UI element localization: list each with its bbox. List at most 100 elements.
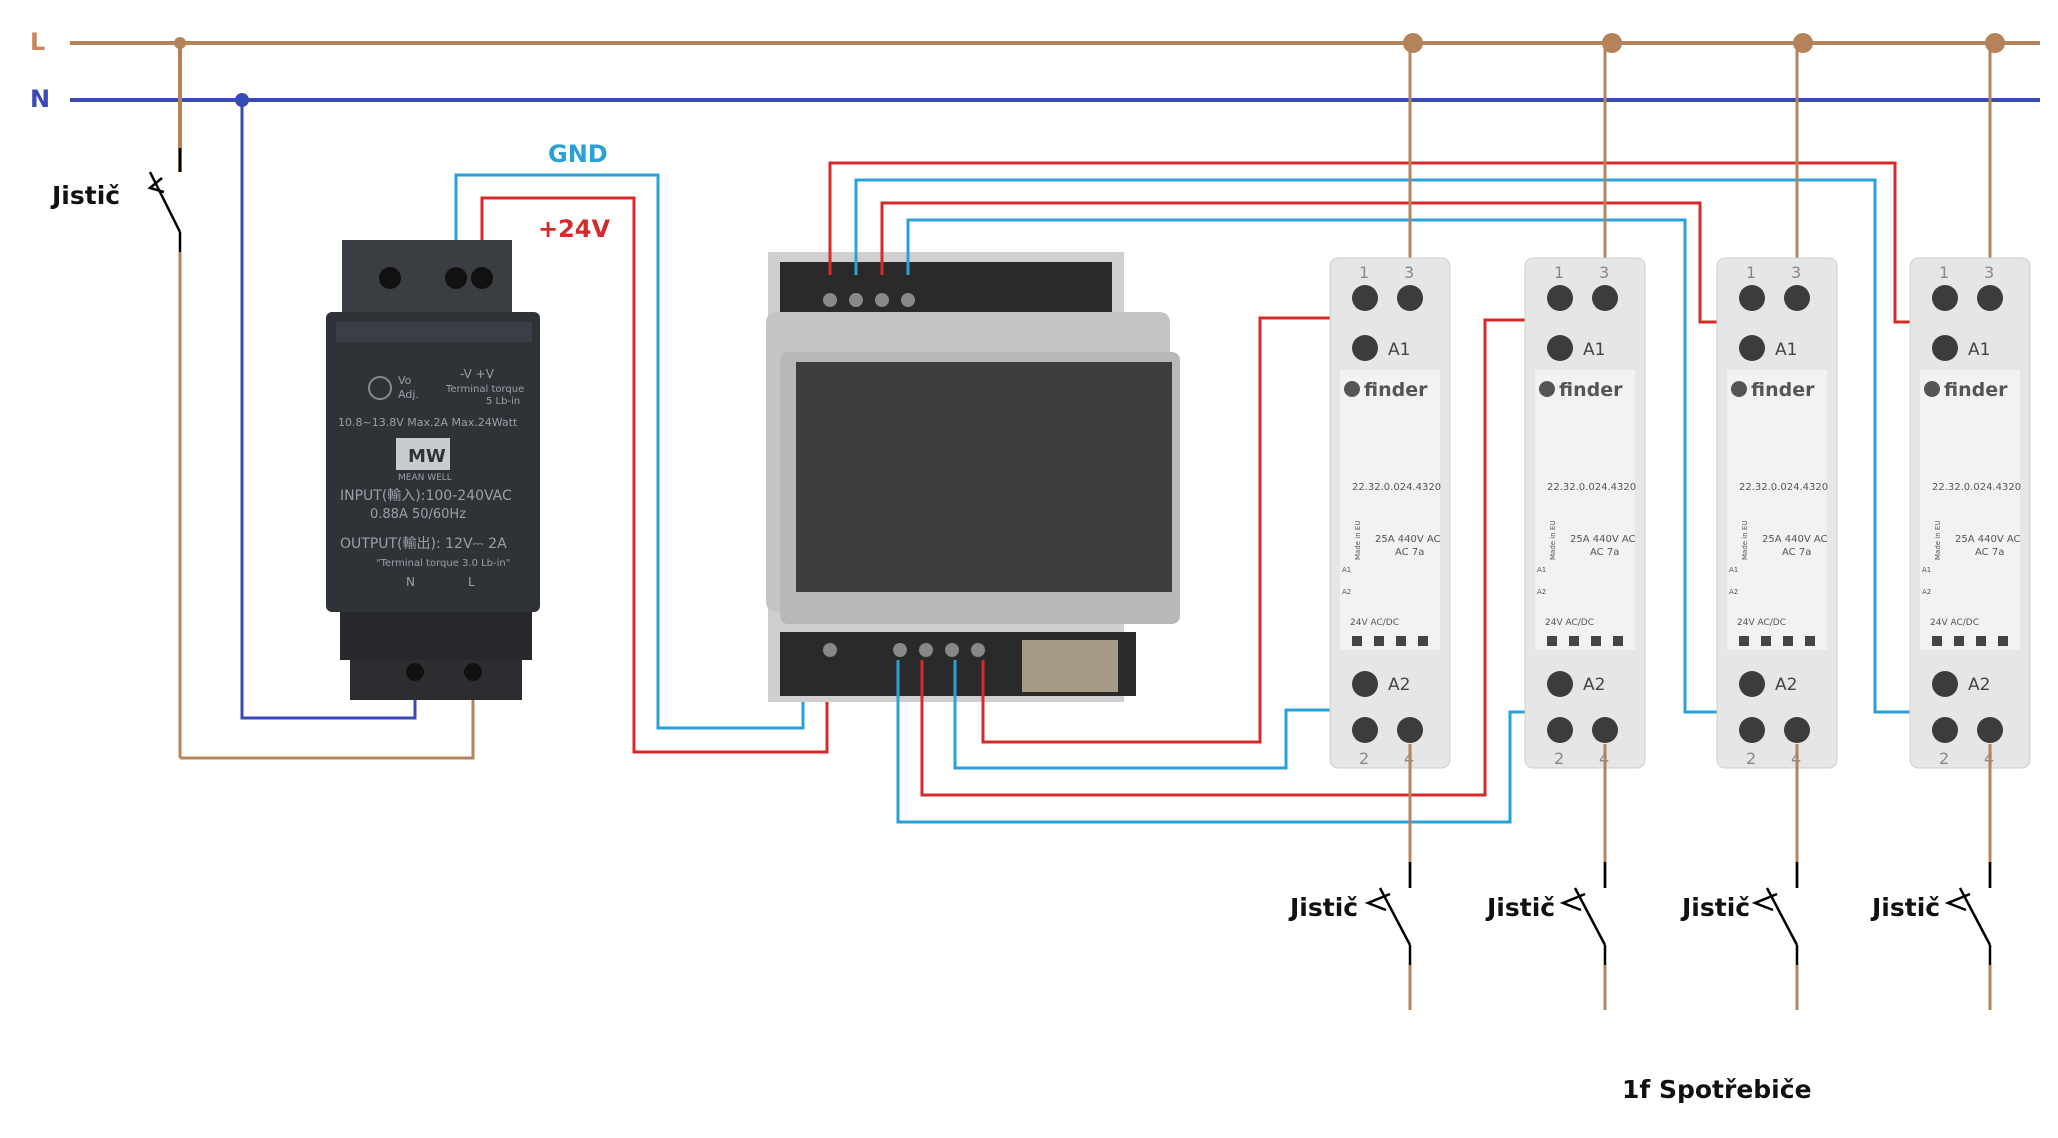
terminal-screw-icon <box>406 663 424 681</box>
terminal-screw-icon <box>1932 285 1958 311</box>
relay-terminal-a2-label: A2 <box>1968 675 1990 695</box>
breaker-blade <box>1765 887 1799 946</box>
terminal-screw-icon <box>919 643 933 657</box>
breaker-arrow-icon <box>1559 892 1586 912</box>
neutral-line-label: N <box>30 85 50 113</box>
terminal-screw-icon <box>875 293 889 307</box>
relay-terminal-a1-label: A1 <box>1583 340 1605 360</box>
relay-panel <box>1920 370 2020 650</box>
relay-rating-label: 25A 440V AC <box>1570 534 1636 545</box>
relay-diagram-a2-label: A2 <box>1729 588 1738 596</box>
gnd-wire <box>454 173 805 730</box>
breaker-arrow-icon <box>1751 892 1778 912</box>
relay-coil-label: 24V AC/DC <box>1545 618 1594 628</box>
terminal-screw-icon <box>901 293 915 307</box>
terminal-screw-icon <box>1397 717 1423 743</box>
finder-logo-icon <box>1731 381 1747 397</box>
finder-logo-icon <box>1539 381 1555 397</box>
plus24-label: +24V <box>538 215 611 243</box>
psu-adj-label: Adj. <box>398 388 419 401</box>
terminal-screw-icon <box>1352 335 1378 361</box>
live-junction-dot <box>1403 33 1423 53</box>
terminal-screw-icon <box>823 293 837 307</box>
terminal-screw-icon <box>945 643 959 657</box>
relay-brand-label: finder <box>1364 379 1428 401</box>
relay-rating-label: 25A 440V AC <box>1762 534 1828 545</box>
psu-terminal-n-label: N <box>406 575 415 589</box>
terminal-screw-icon <box>1932 671 1958 697</box>
indicator-square <box>1954 636 1964 646</box>
output-breaker-label: Jistič <box>1870 893 1940 922</box>
relay-panel <box>1535 370 1635 650</box>
relay-terminal-3-label: 3 <box>1404 263 1414 282</box>
relay-rating-ac-label: AC 7a <box>1590 547 1619 558</box>
terminal-screw-icon <box>1547 285 1573 311</box>
relay-rating-ac-label: AC 7a <box>1395 547 1424 558</box>
terminal-screw-icon <box>1397 285 1423 311</box>
terminal-screw-icon <box>1592 285 1618 311</box>
breaker-arrow-icon <box>1364 892 1391 912</box>
relay-terminal-a2-label: A2 <box>1775 675 1797 695</box>
relay-made-label: Made in EU <box>1934 521 1942 560</box>
finder-logo-icon <box>1924 381 1940 397</box>
output-breaker-label: Jistič <box>1485 893 1555 922</box>
relay-brand-label: finder <box>1944 379 2008 401</box>
power-supply: Vo Adj. -V +V Terminal torque 5 Lb-in 10… <box>326 240 540 700</box>
relay-terminal-a1-label: A1 <box>1775 340 1797 360</box>
relay-terminal-a1-label: A1 <box>1968 340 1990 360</box>
relay-panel <box>1340 370 1440 650</box>
neutral-feed-wire <box>240 100 417 720</box>
relay-terminal-3-label: 3 <box>1599 263 1609 282</box>
relay-terminal-a1-label: A1 <box>1388 340 1410 360</box>
relay-coil-label: 24V AC/DC <box>1350 618 1399 628</box>
terminal-screw-icon <box>1932 335 1958 361</box>
adjust-pot-icon <box>368 376 392 400</box>
output-breaker-label: Jistič <box>1288 893 1358 922</box>
indicator-square <box>1547 636 1557 646</box>
psu-input-label: INPUT(輸入):100-240VAC <box>340 488 512 504</box>
indicator-square <box>1761 636 1771 646</box>
live-junction-dot <box>1602 33 1622 53</box>
relay-diagram-a1-label: A1 <box>1342 566 1351 574</box>
terminal-screw-icon <box>1352 285 1378 311</box>
plus24-wire <box>480 196 829 754</box>
breaker-arrow-icon <box>1944 892 1971 912</box>
psu-input-spec: 0.88A 50/60Hz <box>370 507 466 522</box>
psu-terminal-label: -V +V <box>460 367 495 381</box>
relay-terminal-1-label: 1 <box>1939 263 1949 282</box>
relay-terminal-2-label: 2 <box>1939 749 1949 768</box>
psu-output-label: OUTPUT(輸出): 12V⎓ 2A <box>340 536 507 552</box>
terminal-screw-icon <box>1739 717 1765 743</box>
terminal-screw-icon <box>1547 671 1573 697</box>
indicator-square <box>1805 636 1815 646</box>
terminal-screw-icon <box>1739 285 1765 311</box>
relay-diagram-a1-label: A1 <box>1537 566 1546 574</box>
relay-terminal-3-label: 3 <box>1984 263 1994 282</box>
terminal-screw-icon <box>1352 671 1378 697</box>
live-junction-dot <box>1985 33 2005 53</box>
relay-diagram-a2-label: A2 <box>1537 588 1546 596</box>
indicator-square <box>1998 636 2008 646</box>
psu-torque-bottom: "Terminal torque 3.0 Lb-in" <box>376 558 510 569</box>
relay-made-label: Made in EU <box>1741 521 1749 560</box>
relay-rating-ac-label: AC 7a <box>1975 547 2004 558</box>
psu-logo: MW <box>408 446 446 467</box>
psu-terminal-l-label: L <box>468 575 475 589</box>
relay-terminal-2-label: 2 <box>1554 749 1564 768</box>
main-breaker-label: Jistič <box>50 181 120 210</box>
relay-terminal-1-label: 1 <box>1746 263 1756 282</box>
psu-range-label: 10.8~13.8V Max.2A Max.24Watt <box>338 416 518 429</box>
loads-label: 1f Spotřebiče <box>1622 1075 1812 1104</box>
breaker-blade <box>1378 887 1412 946</box>
terminal-screw-icon <box>1932 717 1958 743</box>
indicator-square <box>1976 636 1986 646</box>
terminal-screw-icon <box>1739 335 1765 361</box>
relay-model-label: 22.32.0.024.4320 <box>1739 482 1828 493</box>
psu-vo-label: Vo <box>398 374 412 387</box>
terminal-screw-icon <box>379 267 401 289</box>
terminal-screw-icon <box>1977 717 2003 743</box>
terminal-screw-icon <box>1592 717 1618 743</box>
relay-terminal-a2-label: A2 <box>1583 675 1605 695</box>
